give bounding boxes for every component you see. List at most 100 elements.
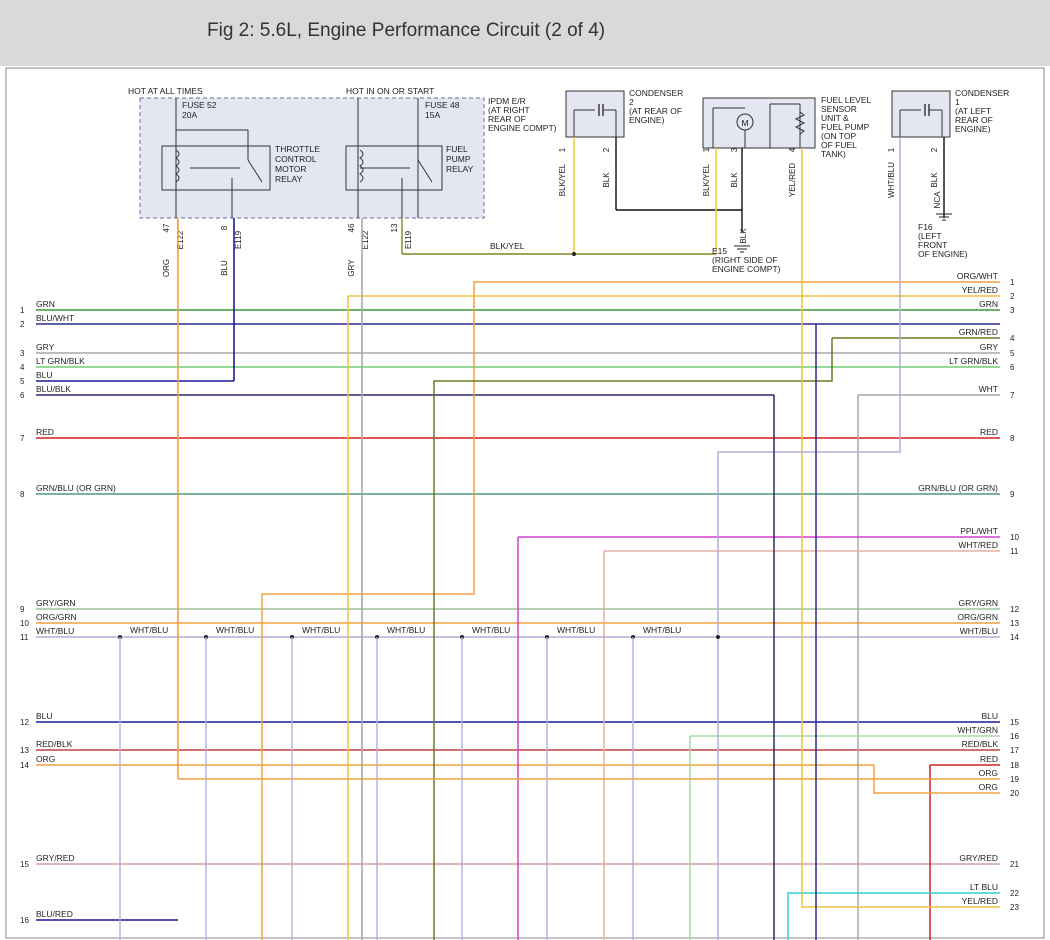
- left-wire-number: 14: [20, 761, 29, 770]
- right-wire-number: 10: [1010, 533, 1019, 542]
- right-wire-number: 1: [1010, 278, 1015, 287]
- fuel-relay-label: RELAY: [446, 164, 474, 174]
- right-wire-label: PPL/WHT: [960, 526, 998, 536]
- left-wire-label: BLU/BLK: [36, 384, 71, 394]
- left-wire-label: ORG/GRN: [36, 612, 77, 622]
- wht-blu-bus-label: WHT/BLU: [472, 625, 510, 635]
- f16-ground-label: F16: [918, 222, 933, 232]
- right-wire-label: GRN/RED: [959, 327, 998, 337]
- condenser-2-label: (AT REAR OF: [629, 106, 682, 116]
- relay-coil: [175, 149, 180, 183]
- wire-color-label: BLK: [602, 172, 611, 188]
- nca-label: NCA: [933, 191, 942, 209]
- right-wire-number: 12: [1010, 605, 1019, 614]
- condenser-1-box: [891, 90, 951, 138]
- connector-label: E119: [234, 230, 243, 249]
- right-wire-label: BLU: [981, 711, 998, 721]
- right-wire-label: ORG/GRN: [957, 612, 998, 622]
- left-wire-label: LT GRN/BLK: [36, 356, 85, 366]
- right-wire-label: GRY/GRN: [958, 598, 998, 608]
- wire-color-label: ORG: [162, 259, 171, 277]
- fuse-52-label: 20A: [182, 110, 197, 120]
- right-wire-number: 11: [1010, 547, 1019, 556]
- condenser-1-label: (AT LEFT: [955, 106, 991, 116]
- right-wire-label: ORG/WHT: [957, 271, 998, 281]
- wire-color-label: WHT/BLU: [887, 162, 896, 198]
- hot-in-on-start-label: HOT IN ON OR START: [346, 86, 434, 96]
- throttle-relay-label: CONTROL: [275, 154, 317, 164]
- connector-label: E122: [361, 230, 370, 249]
- left-wire-number: 8: [20, 490, 25, 499]
- wire-color-label: BLK: [730, 172, 739, 188]
- right-wire-number: 20: [1010, 789, 1019, 798]
- pin-number: 1: [887, 147, 896, 152]
- fuel-sensor-label: FUEL PUMP: [821, 122, 870, 132]
- fuel-sensor-box: [702, 97, 816, 149]
- condenser-1-label: CONDENSER: [955, 88, 1009, 98]
- right-wire-number: 14: [1010, 633, 1019, 642]
- throttle-relay-label: THROTTLE: [275, 144, 320, 154]
- left-wire-label: GRY/RED: [36, 853, 75, 863]
- e15-ground-label: E15: [712, 246, 727, 256]
- condenser-2-label: 2: [629, 97, 634, 107]
- connector-label: E119: [404, 230, 413, 249]
- left-wire-number: 5: [20, 377, 25, 386]
- wht-blu-bus-label: WHT/BLU: [302, 625, 340, 635]
- f16-ground-label: (LEFT: [918, 231, 942, 241]
- left-wire-number: 12: [20, 718, 29, 727]
- wht-blu-bus-label: WHT/BLU: [557, 625, 595, 635]
- wht-blu-bus-label: WHT/BLU: [643, 625, 681, 635]
- pin-number: 8: [220, 225, 229, 230]
- left-wire-number: 10: [20, 619, 29, 628]
- fuel-sensor-label: UNIT &: [821, 113, 849, 123]
- wire-color-label: BLK/YEL: [702, 163, 711, 196]
- fuel-sensor-label: OF FUEL: [821, 140, 857, 150]
- org-wht-wire: [261, 281, 1000, 940]
- fuse-48-label: FUSE 48: [425, 100, 460, 110]
- pin-number: 47: [162, 223, 171, 232]
- right-wire-number: 8: [1010, 434, 1015, 443]
- fuel-sensor-label: TANK): [821, 149, 846, 159]
- lt-blu-wire: [787, 892, 1000, 940]
- left-wire-number: 13: [20, 746, 29, 755]
- pin-number: 13: [390, 223, 399, 232]
- ipdm-label: IPDM E/R: [488, 96, 526, 106]
- splice-dot: [572, 252, 576, 256]
- right-wire-number: 17: [1010, 746, 1019, 755]
- right-wire-label: YEL/RED: [962, 285, 998, 295]
- sensor-resistor: [794, 111, 806, 135]
- left-wire-label: RED: [36, 427, 54, 437]
- right-wire-label: RED: [980, 427, 998, 437]
- left-wire-label: BLU/RED: [36, 909, 73, 919]
- figure-header: Fig 2: 5.6L, Engine Performance Circuit …: [0, 0, 1050, 66]
- right-wire-label: GRY/RED: [959, 853, 998, 863]
- right-wire-label: RED: [980, 754, 998, 764]
- throttle-relay-box: [161, 145, 271, 191]
- left-wire-label: BLU: [36, 711, 53, 721]
- wht-blu-bus-label: WHT/BLU: [216, 625, 254, 635]
- wire-color-label: GRY: [347, 259, 356, 277]
- right-wire-label: GRY: [980, 342, 999, 352]
- right-wire-label: WHT/GRN: [957, 725, 998, 735]
- right-wire-number: 23: [1010, 903, 1019, 912]
- right-wire-number: 7: [1010, 391, 1015, 400]
- left-wire-label: RED/BLK: [36, 739, 73, 749]
- relay-switch: [417, 159, 433, 183]
- figure-title: Fig 2: 5.6L, Engine Performance Circuit …: [207, 20, 606, 41]
- pin-number: 1: [702, 147, 711, 152]
- left-wire-number: 11: [20, 633, 29, 642]
- condenser-1-label: 1: [955, 97, 960, 107]
- left-wire-number: 15: [20, 860, 29, 869]
- right-wire-number: 16: [1010, 732, 1019, 741]
- fuel-sensor-label: SENSOR: [821, 104, 857, 114]
- relay-switch: [247, 159, 263, 183]
- pin-number: 2: [930, 147, 939, 152]
- right-wire-number: 6: [1010, 363, 1015, 372]
- fuse-48-label: 15A: [425, 110, 440, 120]
- left-wire-number: 1: [20, 306, 25, 315]
- right-wire-label: ORG: [979, 768, 998, 778]
- ground-symbol: [936, 213, 952, 221]
- right-wire-number: 15: [1010, 718, 1019, 727]
- grn-red-wire: [433, 338, 833, 940]
